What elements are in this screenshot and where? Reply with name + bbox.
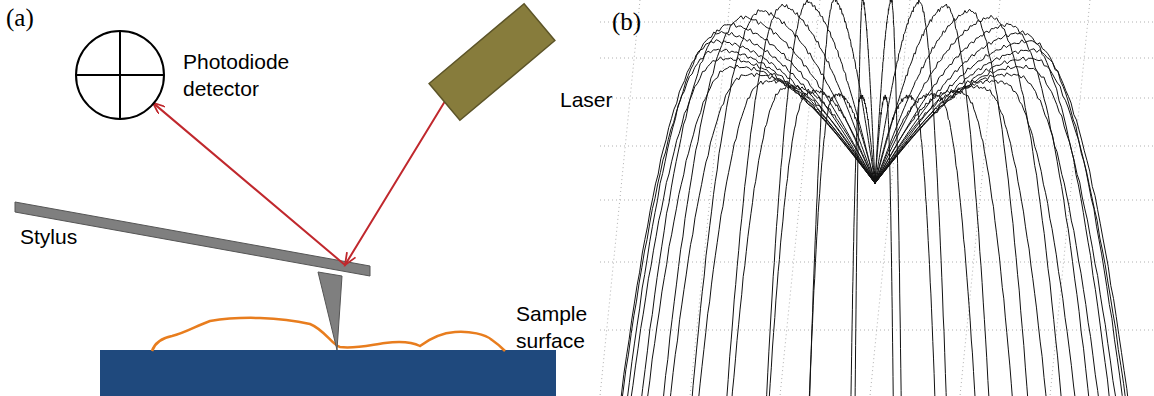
profile-line [627,32,875,396]
profile-line [875,49,1129,396]
node-shape [425,0,560,125]
profile-line [766,0,875,396]
node-label: Laser [560,86,640,113]
profile-line [731,85,875,396]
node-shape [75,30,165,120]
profile-line [875,0,947,396]
grid-line [600,58,1154,59]
profile-line [875,80,1076,396]
laser-source: Laser [425,0,560,125]
grid-line [600,0,640,396]
profile-line [645,65,875,396]
profile-line [875,23,1090,396]
profile-line [875,95,936,396]
profile-line [619,40,876,396]
part-label: Sample surface [516,300,614,354]
profile-line [875,15,1063,396]
profile-line [661,16,875,396]
profile-line [875,9,1029,396]
grid-line [600,330,1154,331]
profile-line [725,4,875,396]
plot-grid [600,0,1154,396]
sample-surface-profile [152,318,505,351]
grid-line [1050,0,1090,396]
laser-beam [154,102,445,265]
grid-line [600,262,1154,263]
profile-line [769,90,875,396]
panel-label: (b) [612,8,641,35]
grid-line [600,98,1154,99]
profile-line [691,10,875,396]
profile-line [875,93,976,396]
cantilever [15,202,370,276]
profile-line [855,0,875,396]
profile-line [669,73,875,396]
profile-line [875,73,1100,396]
profile-line [640,23,875,396]
photodiode-detector: Photodiode detector [75,30,165,120]
profile-line [809,0,875,396]
profile-line [630,57,875,396]
profile-line [875,40,1125,396]
panel-label: (a) [6,4,34,31]
profile-line [875,31,1110,396]
profile-line [875,0,901,396]
grid-line [600,22,1154,23]
surface-profiles [619,0,1130,396]
profile-line [698,79,875,396]
profile-line [875,4,990,396]
node-label: Photodiode detector [183,48,303,102]
profile-line [875,65,1118,396]
grid-line [600,200,1154,201]
stylus-tip [318,272,342,350]
part-label: Stylus [20,223,110,250]
sample-substrate [100,350,556,396]
